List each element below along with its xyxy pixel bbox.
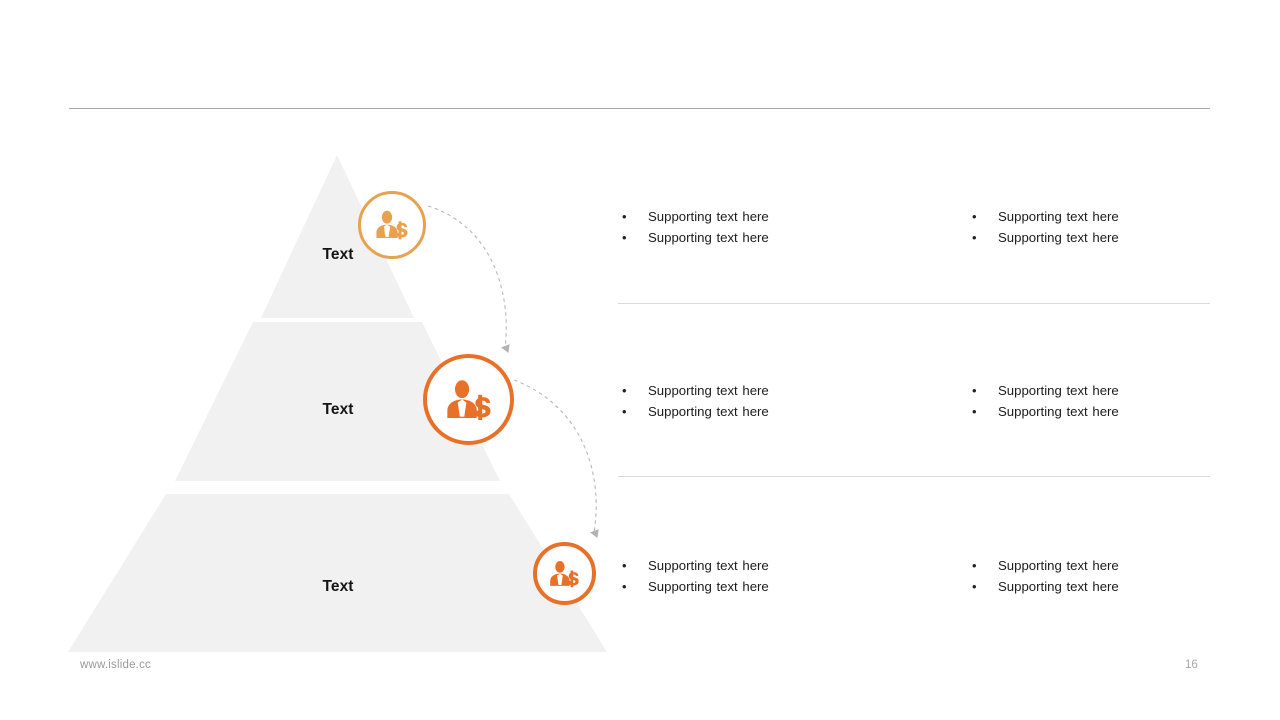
bullet-text: Supporting text here	[998, 209, 1119, 224]
bullet-text: Supporting text here	[648, 230, 769, 245]
bullet-marker: •	[622, 383, 627, 398]
bullet-text: Supporting text here	[648, 579, 769, 594]
bullet-text: Supporting text here	[998, 579, 1119, 594]
content-row-2: • Supporting text here • Supporting text…	[618, 380, 1210, 422]
content-row-2-column-1: • Supporting text here • Supporting text…	[618, 380, 968, 422]
pyramid-tier-1-label: Text	[322, 246, 354, 263]
list-item: • Supporting text here	[968, 401, 1210, 422]
content-row-divider-1	[618, 303, 1210, 304]
list-item: • Supporting text here	[968, 227, 1210, 248]
list-item: • Supporting text here	[618, 401, 968, 422]
list-item: • Supporting text here	[968, 206, 1210, 227]
footer-url[interactable]: www.islide.cc	[80, 659, 151, 671]
list-item: • Supporting text here	[618, 380, 968, 401]
list-item: • Supporting text here	[968, 380, 1210, 401]
bullet-text: Supporting text here	[648, 558, 769, 573]
bullet-text: Supporting text here	[998, 404, 1119, 419]
list-item: • Supporting text here	[968, 555, 1210, 576]
tier-3-icon-badge[interactable]	[533, 542, 596, 605]
content-row-1-column-2: • Supporting text here • Supporting text…	[968, 206, 1210, 248]
tier-1-icon-badge[interactable]	[358, 191, 426, 259]
bullet-marker: •	[622, 558, 627, 573]
list-item: • Supporting text here	[968, 576, 1210, 597]
businessman-money-icon	[444, 379, 494, 421]
bullet-marker: •	[622, 209, 627, 224]
content-row-2-column-2: • Supporting text here • Supporting text…	[968, 380, 1210, 422]
page-number: 16	[1185, 659, 1198, 671]
bullet-text: Supporting text here	[998, 230, 1119, 245]
bullet-text: Supporting text here	[648, 383, 769, 398]
businessman-money-icon	[374, 210, 410, 240]
bullet-text: Supporting text here	[648, 404, 769, 419]
tier-2-icon-badge[interactable]	[423, 354, 514, 445]
header-divider	[69, 108, 1210, 109]
bullet-marker: •	[622, 404, 627, 419]
content-row-1: • Supporting text here • Supporting text…	[618, 206, 1210, 248]
bullet-text: Supporting text here	[998, 383, 1119, 398]
list-item: • Supporting text here	[618, 576, 968, 597]
bullet-marker: •	[972, 230, 977, 245]
bullet-marker: •	[972, 404, 977, 419]
bullet-marker: •	[972, 579, 977, 594]
list-item: • Supporting text here	[618, 555, 968, 576]
bullet-marker: •	[972, 383, 977, 398]
businessman-money-icon	[548, 560, 581, 588]
pyramid-tier-3-label: Text	[322, 578, 354, 595]
content-row-3: • Supporting text here • Supporting text…	[618, 555, 1210, 597]
bullet-marker: •	[972, 209, 977, 224]
bullet-marker: •	[622, 230, 627, 245]
content-row-1-column-1: • Supporting text here • Supporting text…	[618, 206, 968, 248]
content-row-divider-2	[618, 476, 1210, 477]
bullet-marker: •	[622, 579, 627, 594]
bullet-text: Supporting text here	[998, 558, 1119, 573]
list-item: • Supporting text here	[618, 206, 968, 227]
content-row-3-column-1: • Supporting text here • Supporting text…	[618, 555, 968, 597]
bullet-marker: •	[972, 558, 977, 573]
content-row-3-column-2: • Supporting text here • Supporting text…	[968, 555, 1210, 597]
bullet-text: Supporting text here	[648, 209, 769, 224]
list-item: • Supporting text here	[618, 227, 968, 248]
pyramid-tier-2-label: Text	[322, 401, 354, 418]
